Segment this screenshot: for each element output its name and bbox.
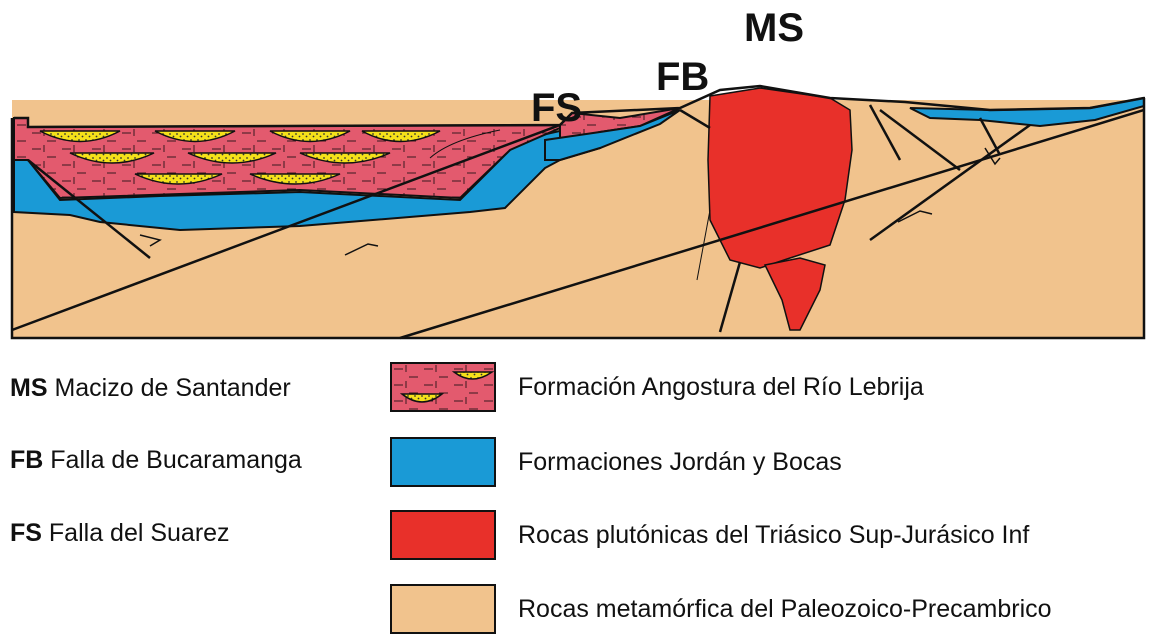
abbr-code: FB: [10, 446, 43, 474]
abbr-ms: MS Macizo de Santander: [10, 376, 291, 401]
legend-label: Rocas plutónicas del Triásico Sup-Jurási…: [518, 520, 1029, 550]
legend-row-jordan-bocas: Formaciones Jordán y Bocas: [390, 437, 1130, 497]
label-fb: FB: [656, 57, 709, 97]
legend-label: Rocas metamórfica del Paleozoico-Precamb…: [518, 594, 1052, 624]
angostura-swatch: [390, 362, 496, 412]
plutonic-swatch: [390, 510, 496, 560]
abbr-fs: FS Falla del Suarez: [10, 521, 230, 546]
legend-label: Formación Angostura del Río Lebrija: [518, 372, 924, 402]
abbr-name: Falla de Bucaramanga: [50, 446, 302, 474]
legend-row-angostura: Formación Angostura del Río Lebrija: [390, 362, 1130, 422]
label-ms: MS: [744, 8, 804, 48]
label-fs: FS: [531, 88, 582, 128]
legend-label: Formaciones Jordán y Bocas: [518, 447, 842, 477]
abbr-name: Falla del Suarez: [49, 519, 230, 547]
abbr-fb: FB Falla de Bucaramanga: [10, 448, 302, 473]
abbr-code: FS: [10, 519, 42, 547]
legend-row-plutonic: Rocas plutónicas del Triásico Sup-Jurási…: [390, 510, 1130, 570]
legend-row-metamorphic: Rocas metamórfica del Paleozoico-Precamb…: [390, 584, 1130, 644]
geologic-cross-section: [0, 0, 1151, 345]
jordan-bocas-swatch: [390, 437, 496, 487]
abbr-code: MS: [10, 374, 48, 402]
abbr-name: Macizo de Santander: [54, 374, 290, 402]
metamorphic-swatch: [390, 584, 496, 634]
plutonic-body: [708, 88, 852, 268]
